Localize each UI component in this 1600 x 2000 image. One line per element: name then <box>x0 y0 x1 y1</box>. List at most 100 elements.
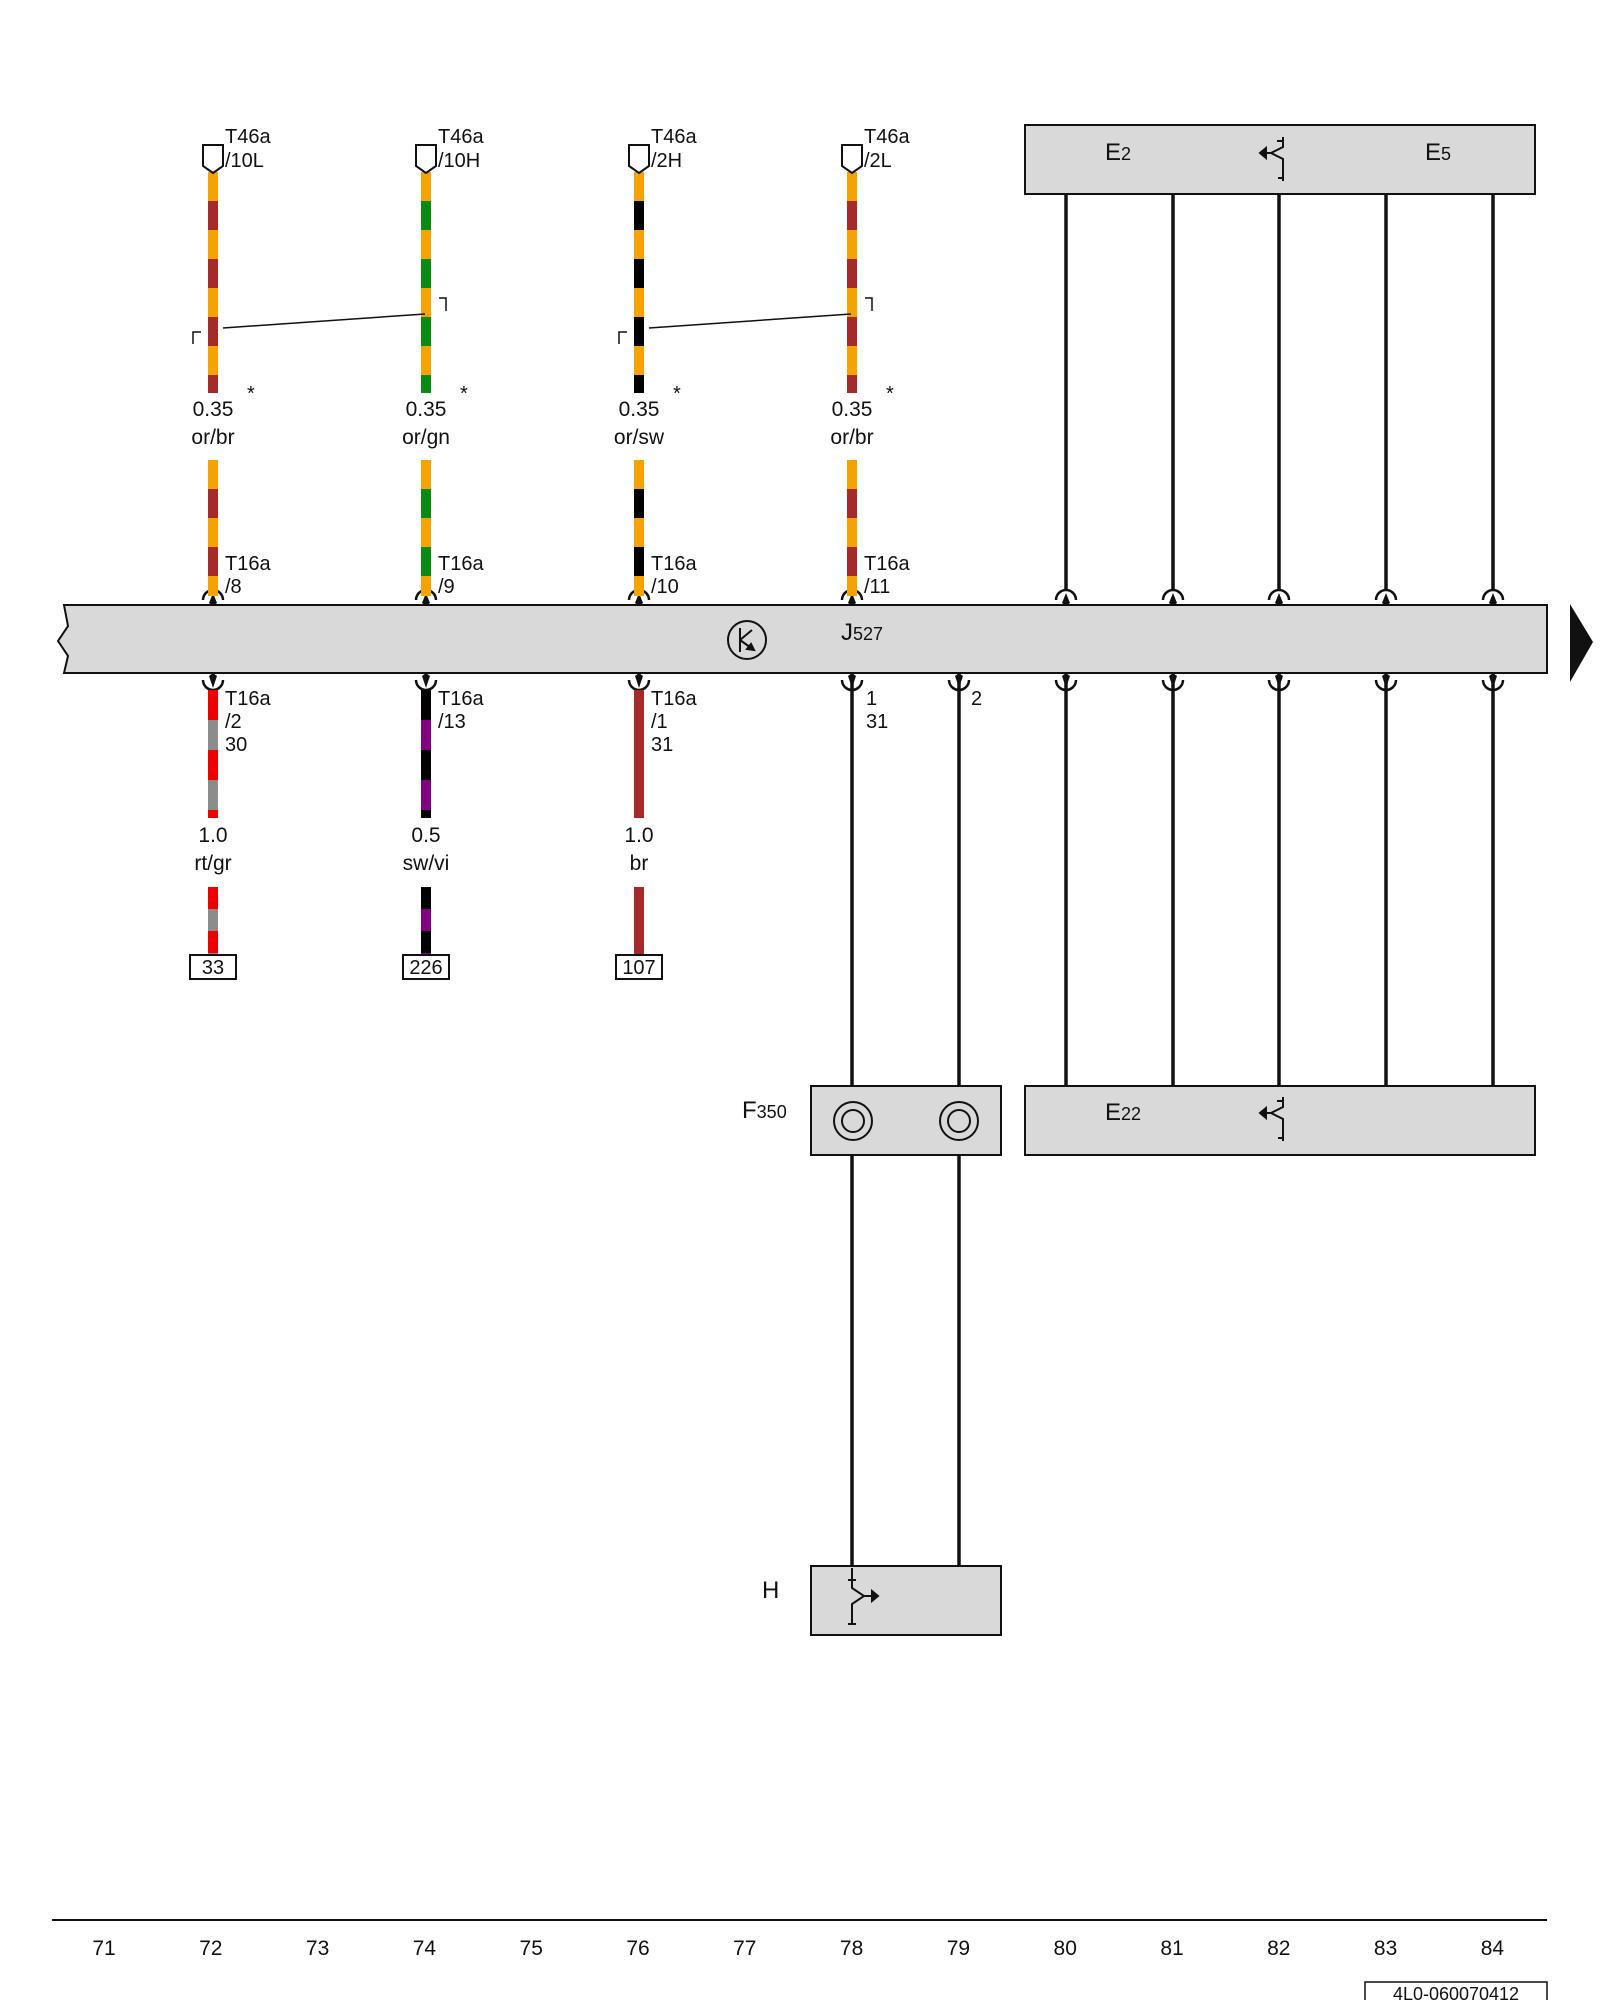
wire-stripe <box>208 201 218 230</box>
connector-pin-label: /1 <box>651 711 668 733</box>
connector-pin <box>1169 673 1177 688</box>
connector-label: T16a <box>651 553 697 575</box>
wire-stripe <box>208 909 218 931</box>
wire-stripe <box>634 259 644 288</box>
switch-box-e2-e5 <box>1024 124 1536 195</box>
wire-stripe <box>208 259 218 288</box>
connector-symbol <box>1374 679 1398 692</box>
wire-color-code: br <box>630 852 649 875</box>
wire-stripe <box>634 346 644 375</box>
wire-color-code: rt/gr <box>194 852 231 875</box>
ruler-number: 73 <box>306 1937 329 1960</box>
wire-stripe <box>421 375 431 393</box>
control-unit-j527-bar <box>56 604 1548 674</box>
connector-symbol <box>1054 588 1078 601</box>
wire-stripe <box>634 172 644 201</box>
connector-pin <box>422 673 430 688</box>
wire-size: 0.35 <box>193 398 234 421</box>
wire-stripe <box>421 346 431 375</box>
wire-stripe <box>421 201 431 230</box>
connector-pin <box>1382 593 1390 606</box>
ruler-number: 77 <box>733 1937 756 1960</box>
wire-stripe <box>634 317 644 346</box>
connector-symbol <box>1481 588 1505 601</box>
wire-stripe <box>421 460 431 489</box>
wire-stripe <box>208 576 218 596</box>
horn-switch-icon <box>848 1568 880 1625</box>
component-f350-label: F350 <box>742 1097 787 1124</box>
wire-stripe <box>634 460 644 489</box>
connector-symbol <box>1161 588 1185 601</box>
wire-stripe <box>634 887 644 955</box>
connector-pin-label: /10L <box>225 150 264 172</box>
ruler-number: 74 <box>413 1937 437 1960</box>
connector-pin-label: /2H <box>651 150 682 172</box>
wire-stripe <box>847 346 857 375</box>
coil-spring-icon <box>833 1101 979 1141</box>
connector-label: T16a <box>438 688 484 710</box>
wire-stripe <box>634 201 644 230</box>
connector-pin <box>635 673 643 688</box>
wire-stripe <box>421 547 431 576</box>
connector-pin <box>955 673 963 688</box>
connector-pin-label: /10H <box>438 150 480 172</box>
component-j527-label: J527 <box>841 619 883 646</box>
connector-label: T16a <box>225 688 271 710</box>
reference-number: 33 <box>202 957 224 979</box>
t46a-connector-icon <box>202 144 224 175</box>
wire-stripe <box>208 547 218 576</box>
wire-size: 0.35 <box>832 398 873 421</box>
wire-stripe <box>421 576 431 596</box>
connector-pin <box>1062 673 1070 688</box>
connector-label: T16a <box>225 553 271 575</box>
wire-stripe <box>421 780 431 810</box>
wire-stripe <box>208 931 218 953</box>
connector-pin-label: /2 <box>225 711 242 733</box>
wire-size: 1.0 <box>198 824 227 847</box>
wire-stripe <box>421 909 431 931</box>
doc-id-box <box>1364 1981 1548 2000</box>
ruler-number: 71 <box>92 1937 115 1960</box>
wire-stripe <box>421 489 431 518</box>
wire-stripe <box>421 931 431 953</box>
ruler-number: 84 <box>1481 1937 1505 1960</box>
wire-stripe <box>208 690 218 720</box>
connector-pin <box>848 673 856 688</box>
wire-color-code: or/br <box>830 426 873 449</box>
connector-pin <box>848 593 856 606</box>
wire-stripe <box>208 489 218 518</box>
wire-stripe <box>634 489 644 518</box>
connector-pin <box>1169 593 1177 606</box>
wire-stripe <box>208 460 218 489</box>
wire-stripe <box>421 288 431 317</box>
wire-stripe <box>847 230 857 259</box>
wire-footnote-mark: * <box>460 383 468 405</box>
electronic-module-icon <box>727 620 767 660</box>
wire-stripe <box>421 690 431 720</box>
connector-label: T46a <box>225 126 271 148</box>
connector-pin-label: /2L <box>864 150 892 172</box>
connector-pin-label: /8 <box>225 576 242 598</box>
connector-symbol <box>1267 679 1291 692</box>
wire-stripe <box>421 317 431 346</box>
wire-stripe <box>634 288 644 317</box>
wire-stripe <box>847 547 857 576</box>
connector-pin <box>1382 673 1390 688</box>
connector-label: T16a <box>864 553 910 575</box>
connector-label: T16a <box>651 688 697 710</box>
wire-stripe <box>208 288 218 317</box>
wire-stripe <box>208 887 218 909</box>
wire-color-code: or/br <box>191 426 234 449</box>
terminal-label: 31 <box>651 734 673 756</box>
wire-stripe <box>208 518 218 547</box>
wire-stripe <box>421 720 431 750</box>
wire-size: 0.35 <box>406 398 447 421</box>
wire-stripe <box>847 201 857 230</box>
connector-symbol <box>1161 679 1185 692</box>
connector-pin <box>209 673 217 688</box>
